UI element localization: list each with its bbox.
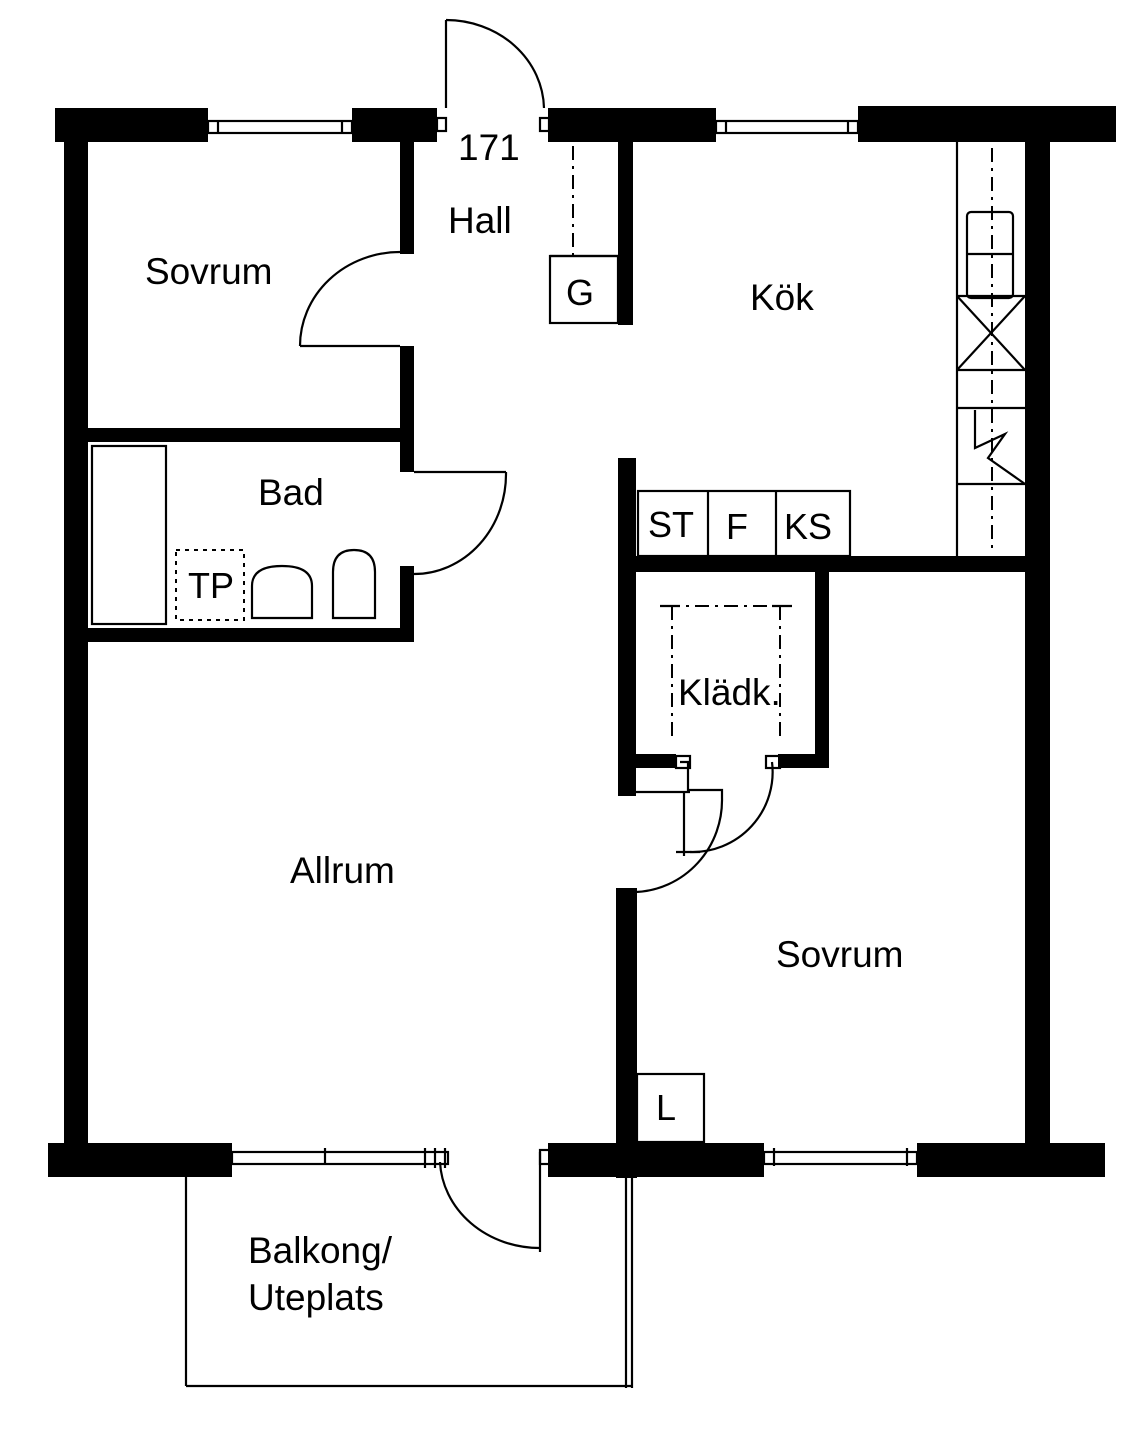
labels: 171 Hall Sovrum Kök Bad Allrum Klädk. So…	[145, 127, 903, 1318]
bath-label: Bad	[258, 472, 324, 513]
kitchen-fixtures	[548, 142, 1026, 558]
balcony-label-line1: Balkong/	[248, 1230, 393, 1271]
bath-fixtures	[90, 444, 377, 626]
exterior-walls	[48, 106, 1116, 1177]
linen-cabinet	[635, 1072, 706, 1144]
bedroom-right-label: Sovrum	[776, 934, 903, 975]
kitchen-label: Kök	[750, 277, 814, 318]
balcony-outline	[184, 1177, 634, 1388]
hall-label: Hall	[448, 200, 512, 241]
fixture-tp-label: TP	[188, 565, 234, 606]
fixture-g-label: G	[566, 272, 594, 313]
door-swings	[298, 18, 782, 1252]
fixture-ks-label: KS	[784, 506, 832, 547]
fixture-f-label: F	[726, 506, 748, 547]
closet-label: Klädk.	[678, 672, 781, 713]
unit-number-label: 171	[458, 127, 520, 168]
bedroom-top-label: Sovrum	[145, 251, 272, 292]
fixture-l-label: L	[656, 1087, 676, 1128]
balcony-label-line2: Uteplats	[248, 1277, 384, 1318]
closet-rail	[660, 604, 792, 740]
fixture-st-label: ST	[648, 504, 694, 545]
living-room-label: Allrum	[290, 850, 395, 891]
interior-walls	[88, 142, 1027, 1178]
windows	[206, 119, 919, 1168]
